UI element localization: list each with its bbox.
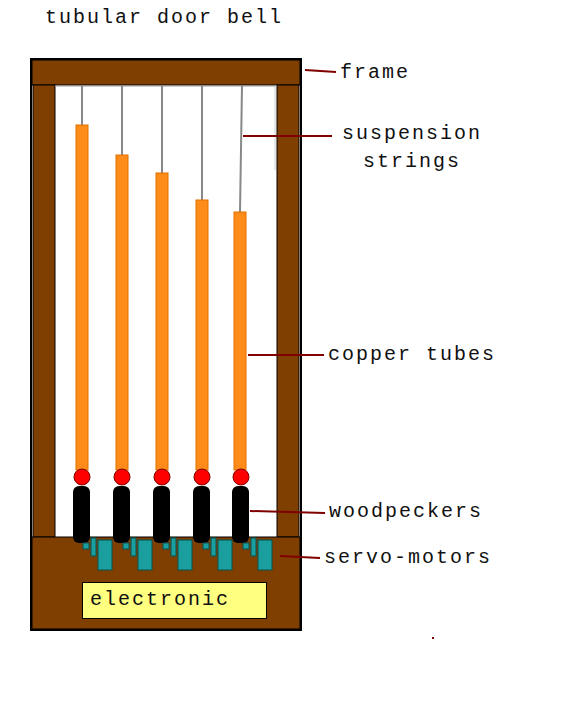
copper-tube xyxy=(76,125,88,470)
servo-motor xyxy=(178,540,192,570)
servo-motor-part xyxy=(83,543,89,549)
leader-line xyxy=(250,511,325,513)
part-label: servo-motors xyxy=(324,546,492,570)
suspension-string xyxy=(240,86,242,212)
striker-head xyxy=(74,469,90,485)
stray-dot xyxy=(432,637,434,639)
striker-head xyxy=(114,469,130,485)
striker-head xyxy=(154,469,170,485)
servo-motor-part xyxy=(91,538,96,556)
part-label: suspension strings xyxy=(334,120,490,176)
servo-motor-part xyxy=(243,543,249,549)
copper-tube xyxy=(234,212,246,470)
servo-motor-part xyxy=(131,538,136,556)
woodpecker xyxy=(153,486,170,543)
inner-edge-line xyxy=(275,87,276,170)
suspension-string xyxy=(201,86,203,200)
servo-motor-part xyxy=(203,543,209,549)
leader-line xyxy=(243,135,332,137)
frame-base xyxy=(32,537,300,629)
servo-motor xyxy=(258,540,272,570)
suspension-string xyxy=(161,86,163,173)
top-edge-line xyxy=(55,86,277,87)
servo-motor-part xyxy=(163,543,169,549)
servo-motor xyxy=(138,540,152,570)
suspension-string xyxy=(121,86,123,155)
striker-head xyxy=(233,469,249,485)
frame-outline xyxy=(31,59,301,630)
servo-motor-part xyxy=(211,538,216,556)
woodpecker xyxy=(73,486,90,543)
suspension-string xyxy=(81,86,83,125)
woodpecker xyxy=(193,486,210,543)
servo-motor-part xyxy=(171,538,176,556)
frame-top-bar xyxy=(32,60,300,85)
copper-tube xyxy=(156,173,168,470)
copper-tube xyxy=(196,200,208,470)
servo-motor-part xyxy=(123,543,129,549)
striker-head xyxy=(194,469,210,485)
box-label: electronic xyxy=(90,588,230,612)
electronics-box: electronic xyxy=(82,582,267,619)
leader-line xyxy=(248,354,324,356)
copper-tube xyxy=(116,155,128,470)
frame-right-post xyxy=(277,85,299,537)
frame-left-post xyxy=(33,85,55,537)
servo-motor xyxy=(218,540,232,570)
leader-line xyxy=(280,556,320,558)
servo-motor-part xyxy=(251,538,256,556)
part-label: frame xyxy=(340,61,410,85)
part-label: copper tubes xyxy=(328,343,496,367)
title: tubular door bell xyxy=(45,6,283,30)
part-label: woodpeckers xyxy=(329,500,483,524)
woodpecker xyxy=(232,486,249,543)
woodpecker xyxy=(113,486,130,543)
servo-motor xyxy=(98,540,112,570)
leader-line xyxy=(305,70,336,72)
